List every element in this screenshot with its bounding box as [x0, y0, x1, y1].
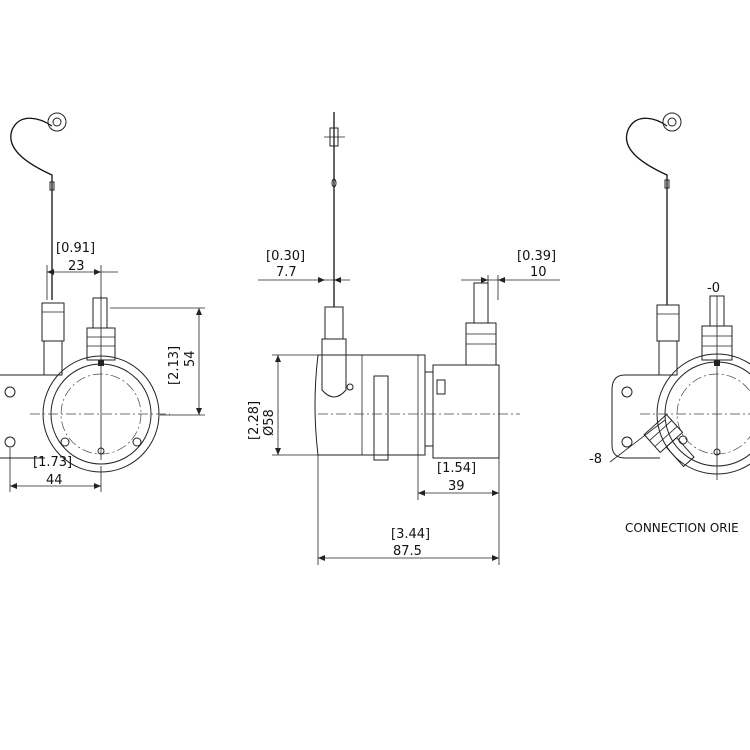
middle-total-length-mm: 87.5 [393, 544, 422, 559]
middle-connector-offset-in: [0.39] [517, 249, 556, 264]
left-cable-offset-mm: 23 [68, 259, 85, 274]
middle-connector-length-mm: 39 [448, 479, 465, 494]
left-view: [0.91] 23 [2.13] 54 [1.73] 44 [0, 112, 205, 492]
middle-connector-offset-mm: 10 [530, 265, 547, 280]
left-cable-offset-in: [0.91] [56, 241, 95, 256]
middle-connector-length-in: [1.54] [437, 461, 476, 476]
right-angle-left: -8 [589, 452, 602, 467]
left-width-in: [1.73] [33, 455, 72, 470]
left-width-mm: 44 [46, 473, 63, 488]
middle-diameter-in: [2.28] [247, 401, 262, 440]
middle-cable-offset-mm: 7.7 [276, 265, 297, 280]
right-angle-top: -0 [707, 281, 720, 296]
middle-diameter-mm: Ø58 [262, 409, 277, 436]
middle-total-length-in: [3.44] [391, 527, 430, 542]
left-height-in: [2.13] [167, 346, 182, 385]
middle-view: [0.30] 7.7 [0.39] 10 [2.28] Ø58 [1.54] 3… [247, 112, 560, 565]
right-caption: CONNECTION ORIE [625, 521, 739, 535]
right-view: -0 -8 CONNECTION ORIE [589, 112, 750, 535]
left-height-mm: 54 [183, 350, 198, 367]
middle-cable-offset-in: [0.30] [266, 249, 305, 264]
